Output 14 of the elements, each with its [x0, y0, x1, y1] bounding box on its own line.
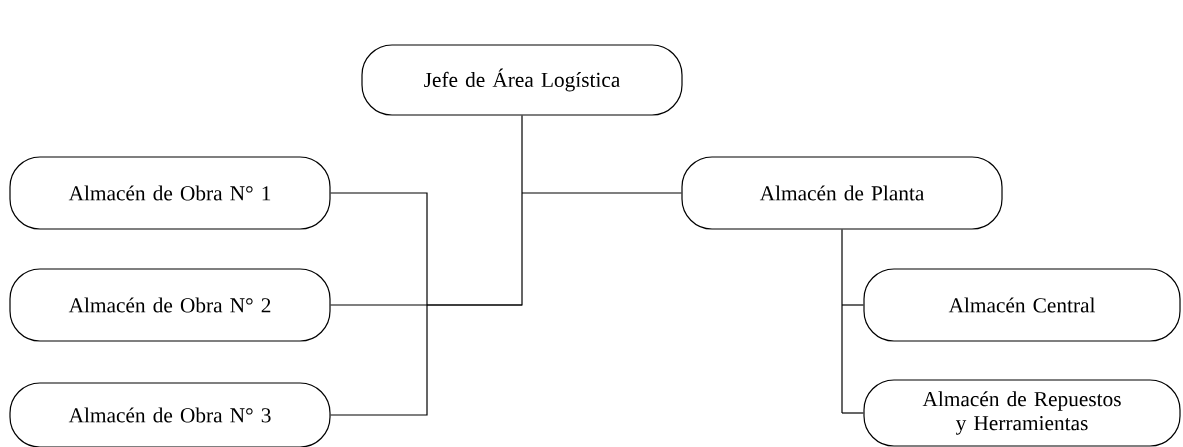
connector-line [841, 412, 864, 414]
connector-line [330, 192, 428, 306]
connector-line [841, 304, 864, 306]
org-box: Almacén de Obra N° 2 [9, 268, 331, 342]
connector-line [521, 192, 682, 194]
org-box: Almacén Central [863, 268, 1181, 342]
org-box: Almacén de Planta [681, 156, 1003, 230]
connector-line [330, 304, 523, 306]
org-box: Jefe de Área Logística [361, 44, 683, 116]
org-box: Almacén de Repuestos y Herramientas [863, 379, 1181, 447]
org-box: Almacén de Obra N° 3 [9, 382, 331, 447]
connector-line [841, 229, 843, 414]
connector-line [330, 304, 428, 416]
org-box: Almacén de Obra N° 1 [9, 156, 331, 230]
